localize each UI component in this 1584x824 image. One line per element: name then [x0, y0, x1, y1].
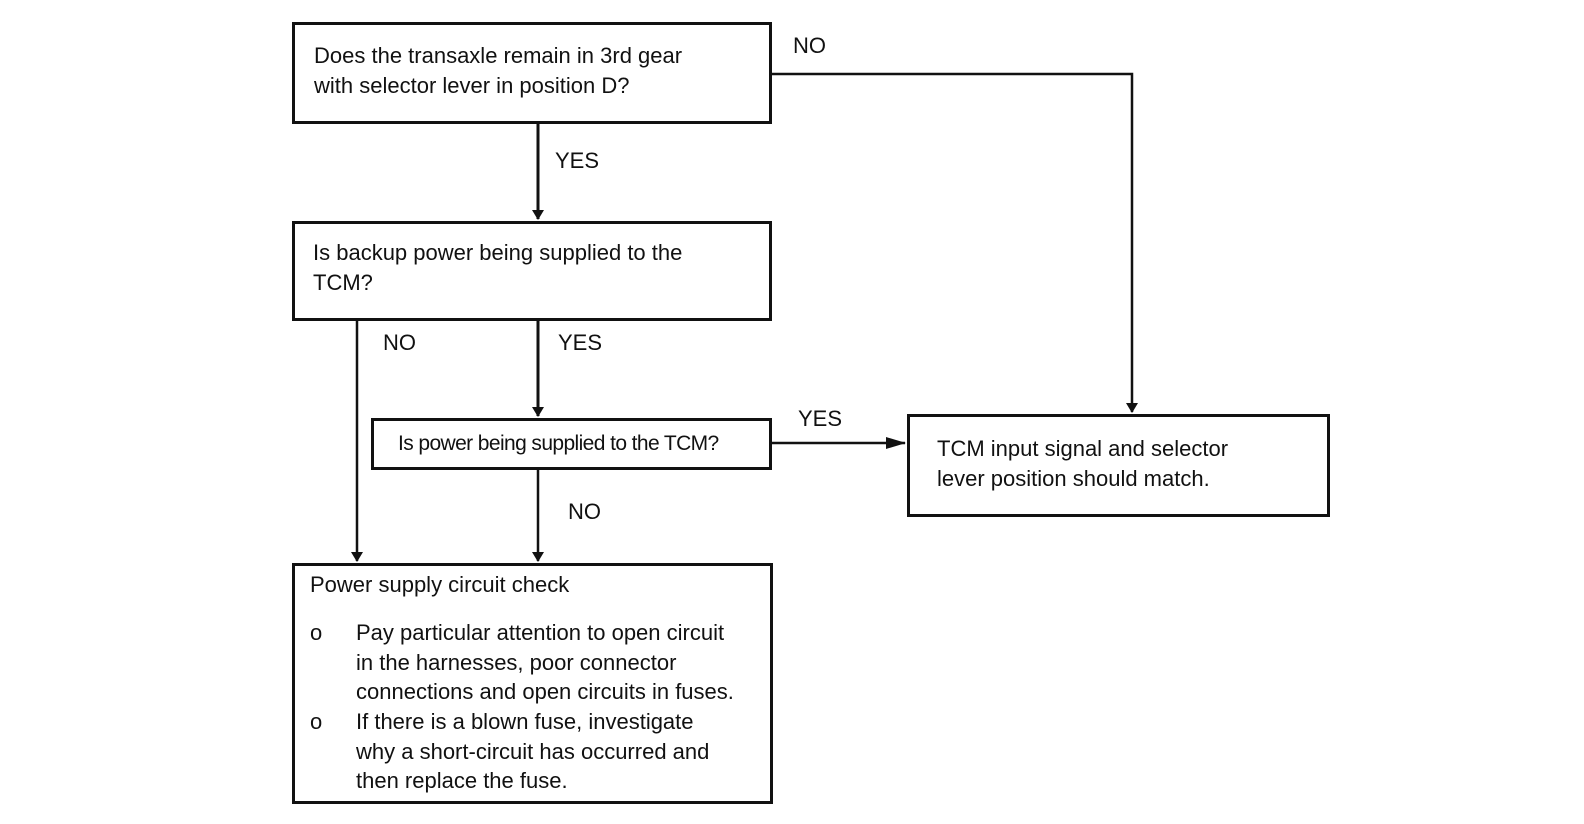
edge-label-yes: YES	[555, 148, 600, 173]
edge-label-no: NO	[383, 330, 416, 355]
decision-backup-power: Is backup power being supplied to the TC…	[292, 221, 772, 321]
decision-backup-power-text: Is backup power being supplied to the TC…	[313, 240, 683, 295]
decision-third-gear-text: Does the transaxle remain in 3rd gear wi…	[314, 43, 683, 98]
decision-power-supplied-text: Is power being supplied to the TCM?	[398, 432, 719, 455]
edge-label-yes: YES	[798, 406, 843, 431]
result-tcm-match: TCM input signal and selector lever posi…	[907, 414, 1330, 517]
edge-label-no: NO	[793, 33, 826, 58]
result-power-supply-check: Power supply circuit check o Pay particu…	[292, 563, 773, 804]
decision-third-gear: Does the transaxle remain in 3rd gear wi…	[292, 22, 772, 124]
edge-no-gear-to-match	[772, 72, 1138, 413]
edge-label-no: NO	[568, 499, 601, 524]
bullet-marker: o	[310, 620, 323, 645]
decision-power-supplied: Is power being supplied to the TCM?	[371, 418, 772, 470]
result-tcm-match-text: TCM input signal and selector lever posi…	[937, 436, 1229, 491]
bullet-text: Pay particular attention to open circuit…	[356, 620, 734, 704]
edge-label-yes: YES	[558, 330, 603, 355]
power-check-title: Power supply circuit check	[310, 572, 570, 597]
bullet-marker: o	[310, 709, 323, 734]
bullet-text: If there is a blown fuse, investigate wh…	[356, 709, 710, 793]
